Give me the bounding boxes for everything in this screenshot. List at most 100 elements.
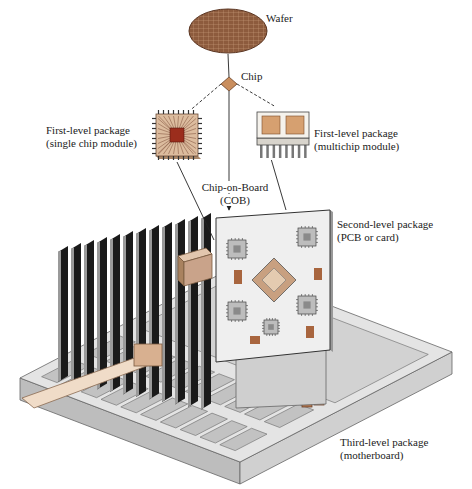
card [97,237,107,390]
card-edge [188,220,191,407]
board-slot [106,344,155,367]
pin [273,145,276,158]
edge-label: Chip-on-Board (COB) [202,181,269,206]
pin [304,145,307,158]
package-label: Third-level package (motherboard) [340,436,450,462]
pin [193,110,194,114]
component [250,336,260,344]
card [149,225,159,400]
pin [178,110,179,114]
component [314,268,322,280]
wafer-disc [189,9,267,53]
pin [193,156,194,160]
package-label: Wafer [266,12,306,25]
pin [260,145,263,158]
card [136,228,146,397]
module-side [257,138,309,145]
board-slot [86,336,135,359]
pin [152,138,156,139]
multichip-module: First-level package (multichip module) [254,106,312,160]
pin [188,110,189,114]
card-edge [175,223,178,405]
pin [173,110,174,114]
pin [266,145,269,158]
pin [152,123,156,124]
package-label: First-level package (multichip module) [314,127,422,153]
pin [163,110,164,114]
pin [152,148,156,149]
pin [173,156,174,160]
chip-art [221,77,237,91]
card [71,243,81,385]
multichip-module-art [254,106,312,160]
card [84,240,94,387]
connector-front [184,254,212,286]
ic-die [268,324,274,330]
die [286,116,304,134]
pin [152,118,156,119]
pin [158,156,159,160]
card-edge [84,244,87,387]
component [234,270,242,284]
board-slot [205,381,254,404]
card-edge [149,229,152,400]
pin [188,156,189,160]
cable-connector [134,344,162,366]
pin [152,153,156,154]
pin [152,143,156,144]
package-label: First-level package (single chip module) [46,124,146,150]
ic-package [264,320,278,334]
pin [168,156,169,160]
chip: Chip [221,77,237,91]
pin [198,128,202,129]
pin [183,110,184,114]
card-edge [97,241,100,390]
module-body [156,114,198,156]
ic-die [303,233,310,240]
board-slot [126,351,175,374]
card [201,213,211,410]
card [188,216,198,407]
edge-label-box: Chip-on-Board (COB) [199,181,271,207]
connector [177,162,214,240]
board-slot [42,360,89,382]
ic-die [233,307,240,314]
package-label: Chip [241,70,271,83]
pin [178,156,179,160]
board-slot [264,404,313,427]
board-top [20,268,452,462]
board-slot [165,366,214,389]
wafer: Wafer [188,8,268,54]
pcb-card-art [214,210,334,410]
card [162,222,172,402]
ic-package [298,228,316,246]
card-edge [201,217,204,410]
chip-package [252,258,296,302]
pin [198,123,202,124]
single-chip-module-art [150,110,204,162]
board-slot [61,368,108,390]
card [58,246,68,382]
card-edge [162,226,165,402]
die [262,116,280,134]
board-slot [220,428,267,450]
connector [271,160,286,210]
pin [198,148,202,149]
component [306,326,314,338]
dashed-connector [237,84,274,106]
die [170,128,184,142]
pin [198,153,202,154]
ic-package [228,302,246,320]
card-edge [136,232,139,397]
card-face [216,210,330,362]
card-edge [71,247,74,385]
pin [152,133,156,134]
pin [298,145,301,158]
package-label: Second-level package (PCB or card) [337,218,452,244]
pin [292,145,295,158]
pin [198,133,202,134]
connector [228,54,229,77]
pin [163,156,164,160]
pcb-card: Second-level package (PCB or card) [214,210,334,410]
